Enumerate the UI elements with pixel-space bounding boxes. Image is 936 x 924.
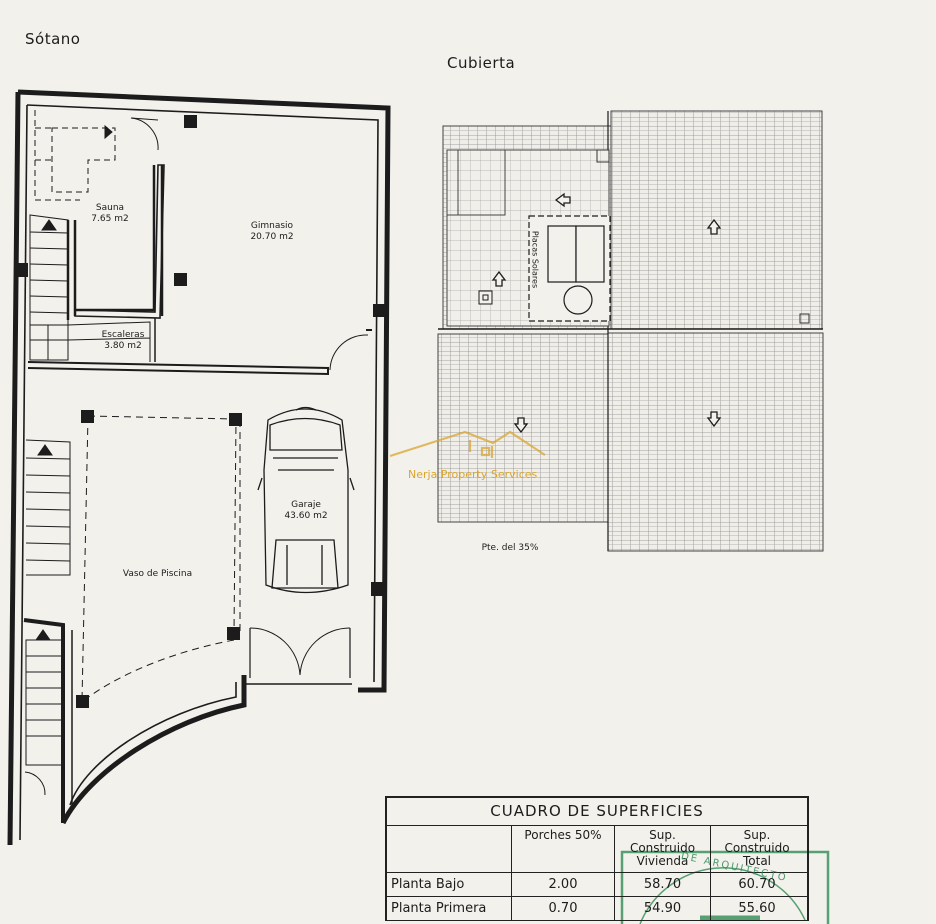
row-vivienda: 58.70 — [615, 873, 711, 896]
row-total: 55.60 — [738, 901, 776, 916]
basement-title: Sótano — [25, 30, 81, 48]
columns — [16, 115, 386, 708]
watermark-logo — [389, 430, 546, 458]
gym-name: Gimnasio — [250, 221, 294, 231]
sauna-area: 7.65 m2 — [91, 214, 129, 224]
curved-wall — [60, 675, 247, 825]
slab-wall — [27, 361, 329, 376]
table-header-cell: Porches 50% — [512, 826, 615, 872]
gym-area: 20.70 m2 — [250, 232, 294, 242]
stairs-label: Escaleras 3.80 m2 — [96, 330, 150, 352]
sauna-name: Sauna — [95, 203, 125, 213]
row-label: Planta Bajo — [387, 873, 512, 896]
table-header-cell: Sup. Construido Total — [724, 828, 790, 868]
sauna-wall — [74, 164, 165, 319]
row-porches: 2.00 — [512, 873, 615, 896]
surface-table: CUADRO DE SUPERFICIES Porches 50% Sup. C… — [385, 796, 809, 921]
watermark-text: Nerja Property Services — [408, 468, 538, 481]
garage-name: Garaje — [291, 500, 321, 510]
slope-note: Pte. del 35% — [481, 543, 539, 553]
car-drawing — [257, 406, 355, 594]
table-header-cell: Sup. Construido Vivienda — [615, 826, 711, 872]
basement-plan — [7, 89, 391, 846]
row-vivienda: 54.90 — [615, 897, 711, 920]
gym-label: Gimnasio 20.70 m2 — [240, 221, 304, 243]
roof-title: Cubierta — [447, 54, 516, 72]
garage-area: 43.60 m2 — [284, 511, 328, 521]
solar-panels-label: Placas Solares — [530, 230, 540, 289]
row-total: 60.70 — [738, 877, 776, 892]
stairs-name: Escaleras — [101, 330, 145, 340]
table-row: Planta Bajo 2.00 58.70 60.70 — [387, 873, 807, 897]
roof-plan — [437, 110, 824, 552]
sauna-label: Sauna 7.65 m2 — [88, 203, 132, 225]
pool-label: Vaso de Piscina — [122, 569, 193, 579]
garage-label: Garaje 43.60 m2 — [276, 500, 336, 522]
table-title: CUADRO DE SUPERFICIES — [387, 798, 807, 826]
slope-arrows — [491, 192, 722, 434]
outer-wall — [17, 89, 391, 693]
row-label: Planta Primera — [387, 897, 512, 920]
row-porches: 0.70 — [512, 897, 615, 920]
table-header-cell — [387, 826, 512, 872]
stairs-area: 3.80 m2 — [104, 341, 142, 351]
table-row: Planta Primera 0.70 54.90 55.60 — [387, 897, 807, 921]
solar-panels — [528, 215, 611, 322]
table-header-row: Porches 50% Sup. Construido Vivienda Sup… — [387, 826, 807, 873]
